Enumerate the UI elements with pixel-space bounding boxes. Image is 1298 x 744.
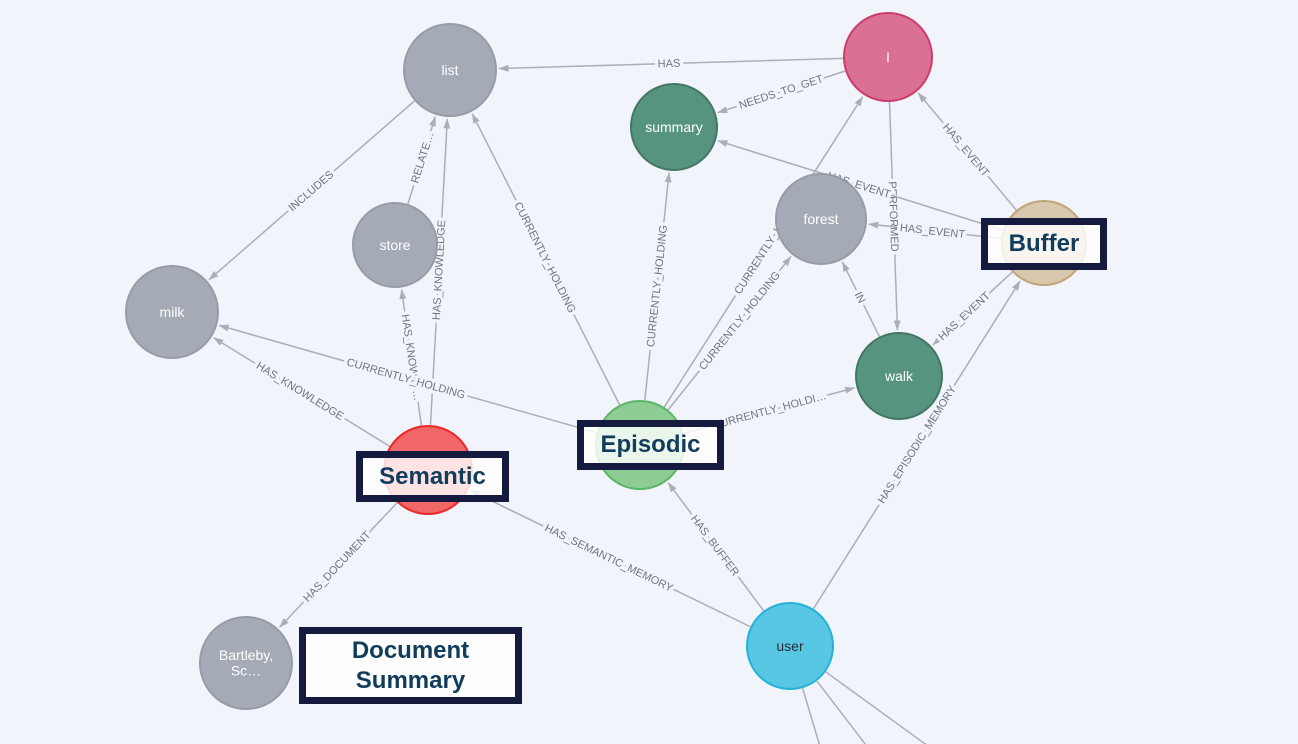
edge-label: INCLUDES bbox=[286, 169, 336, 215]
node-circle[interactable] bbox=[383, 425, 473, 515]
node-i[interactable]: I bbox=[843, 12, 933, 102]
node-label: Bartleby,Sc… bbox=[219, 647, 273, 678]
edge-line bbox=[917, 92, 1017, 211]
edge-store-list: RELATE… bbox=[406, 116, 440, 205]
edge-line bbox=[407, 116, 437, 205]
edge-user-buffer: HAS_EPISODIC_MEMORY bbox=[812, 280, 1021, 610]
edge-line bbox=[812, 280, 1021, 610]
node-user[interactable]: user bbox=[746, 602, 834, 690]
edge-walk-forest: IN bbox=[841, 261, 881, 337]
edge-episodic-list: CURRENTLY_HOLDING bbox=[471, 113, 621, 406]
edge-label: HAS_BUFFER bbox=[688, 513, 741, 579]
edge-label: HAS_DOCUMENT bbox=[301, 529, 373, 605]
node-walk[interactable]: walk bbox=[855, 332, 943, 420]
node-label: milk bbox=[160, 304, 186, 320]
edge-i-walk: PERFORMED bbox=[882, 101, 904, 331]
edge-user-semantic: HAS_SEMANTIC_MEMORY bbox=[469, 489, 751, 628]
node-circle[interactable] bbox=[775, 173, 867, 265]
edge-line bbox=[471, 113, 621, 406]
node-bartleby[interactable]: Bartleby,Sc… bbox=[199, 616, 293, 710]
node-label: store bbox=[379, 237, 410, 253]
edge-label: HAS_SEMANTIC_MEMORY bbox=[543, 522, 676, 595]
edge-label: IN bbox=[852, 290, 868, 305]
node-forest[interactable]: forest bbox=[775, 173, 867, 265]
edge-i-summary: NEEDS_TO_GET bbox=[717, 70, 846, 115]
node-circle[interactable] bbox=[843, 12, 933, 102]
edge-episodic-walk: CURRENTLY_HOLDI… bbox=[683, 387, 856, 435]
edge-label: HAS_EVENT bbox=[936, 290, 993, 343]
node-circle[interactable] bbox=[1001, 200, 1087, 286]
edge-line bbox=[888, 101, 901, 331]
edge-semantic-list: HAS_KNOWLEDGE bbox=[427, 118, 452, 426]
edge-line bbox=[644, 172, 672, 401]
edge-line bbox=[469, 489, 751, 628]
edge-label: HAS_EVENT bbox=[899, 222, 966, 241]
edge-line bbox=[279, 502, 398, 628]
node-circle[interactable] bbox=[630, 83, 718, 171]
edge-label: NEEDS_TO_GET bbox=[738, 73, 825, 112]
node-buffer[interactable] bbox=[1001, 200, 1087, 286]
node-label: summary bbox=[645, 119, 703, 135]
edge-label: CURRENTLY_HOLDI… bbox=[711, 390, 827, 432]
edge-line bbox=[667, 255, 792, 411]
edge-line bbox=[213, 337, 391, 448]
edge-episodic-forest: CURRENTLY_HOLDING bbox=[667, 255, 792, 411]
node-label: forest bbox=[803, 211, 838, 227]
edge-semantic-bartleby: HAS_DOCUMENT bbox=[279, 502, 398, 628]
node-circle[interactable] bbox=[199, 616, 293, 710]
edge-line bbox=[841, 261, 881, 337]
node-episodic[interactable] bbox=[595, 400, 685, 490]
edge-stub bbox=[816, 680, 867, 744]
edge-line bbox=[717, 140, 1004, 231]
edge-semantic-milk: HAS_KNOWLEDGE bbox=[213, 337, 391, 448]
edge-buffer-walk: HAS_EVENT bbox=[932, 271, 1013, 347]
edge-stub bbox=[825, 671, 927, 744]
node-circle[interactable] bbox=[352, 202, 438, 288]
node-circle[interactable] bbox=[746, 602, 834, 690]
edge-label: CURRENTLY_HOLDING bbox=[511, 200, 577, 315]
edge-label: HAS_KNOWLEDGE bbox=[254, 360, 346, 423]
node-label: walk bbox=[884, 368, 914, 384]
node-milk[interactable]: milk bbox=[125, 265, 219, 359]
edge-line bbox=[399, 289, 423, 426]
edge-line bbox=[868, 221, 1002, 240]
edge-line bbox=[717, 70, 846, 114]
edge-buffer-i: HAS_EVENT bbox=[917, 92, 1017, 211]
edge-label: RELATE… bbox=[409, 131, 436, 185]
edge-line bbox=[663, 96, 864, 408]
node-circle[interactable] bbox=[403, 23, 497, 117]
edge-line bbox=[498, 57, 844, 72]
edge-label: HAS bbox=[658, 58, 681, 71]
edge-i-list: HAS bbox=[498, 54, 844, 74]
node-store[interactable]: store bbox=[352, 202, 438, 288]
node-label: user bbox=[776, 638, 804, 654]
node-semantic[interactable] bbox=[383, 425, 473, 515]
edge-line bbox=[208, 100, 416, 281]
node-circle[interactable] bbox=[125, 265, 219, 359]
edge-line bbox=[429, 118, 451, 426]
edge-semantic-store: HAS_KNOWLE… bbox=[395, 289, 427, 426]
edge-line bbox=[218, 324, 597, 434]
node-circle[interactable] bbox=[855, 332, 943, 420]
edge-label: CURRENTLY_HOLDING bbox=[645, 224, 670, 347]
node-summary[interactable]: summary bbox=[630, 83, 718, 171]
node-circle[interactable] bbox=[595, 400, 685, 490]
edge-user-episodic: HAS_BUFFER bbox=[667, 482, 765, 612]
edge-line bbox=[932, 271, 1013, 346]
edge-stub bbox=[801, 687, 821, 744]
node-label: list bbox=[441, 62, 458, 78]
edge-label: HAS_EVENT bbox=[940, 121, 991, 179]
node-label: I bbox=[886, 49, 890, 65]
edge-episodic-summary: CURRENTLY_HOLDING bbox=[642, 172, 674, 401]
node-list[interactable]: list bbox=[403, 23, 497, 117]
edge-line bbox=[667, 482, 765, 612]
